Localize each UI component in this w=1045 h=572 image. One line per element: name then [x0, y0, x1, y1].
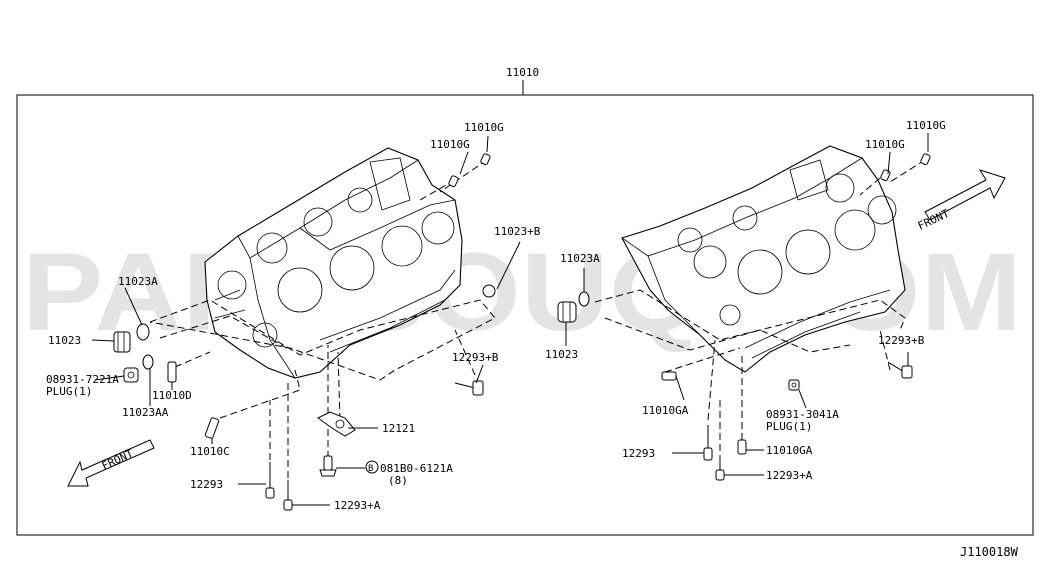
label-11010G-left-b[interactable]: 11010G — [464, 121, 504, 134]
part-11010D-dowel[interactable] — [167, 361, 177, 383]
label-081B0-6121A[interactable]: 081B0-6121A — [380, 462, 453, 475]
label-11023A-right[interactable]: 11023A — [560, 252, 600, 265]
label-12293A-left[interactable]: 12293+A — [334, 499, 381, 512]
left-dashed-guides — [149, 159, 496, 478]
label-08931-3041A[interactable]: 08931-3041A — [766, 408, 839, 421]
right-leaders — [565, 133, 929, 476]
label-12293B-left[interactable]: 12293+B — [452, 351, 499, 364]
front-arrow-right — [924, 169, 1006, 221]
label-08931-7221A[interactable]: 08931-7221A — [46, 373, 119, 386]
left-leaders — [91, 135, 521, 506]
label-11023A-left[interactable]: 11023A — [118, 275, 158, 288]
label-081B0-mark: B — [368, 464, 373, 474]
part-12121-sensor[interactable] — [317, 411, 356, 437]
diagram-id: J110018W — [960, 545, 1019, 559]
part-12293A-bolt-left[interactable] — [283, 480, 293, 511]
label-081B0-bolt-marker: B — [365, 460, 379, 474]
part-11010GA-dowel-a[interactable] — [661, 371, 677, 381]
label-11010D[interactable]: 11010D — [152, 389, 192, 402]
part-11010G-dowel-left-b[interactable] — [480, 153, 491, 166]
right-dashed-guides — [594, 159, 926, 462]
label-plug-1-right[interactable]: PLUG(1) — [766, 420, 812, 433]
part-11010GA-dowel-b[interactable] — [737, 439, 747, 455]
part-11023A-oring-left[interactable] — [136, 323, 150, 341]
part-11023-plug-left[interactable] — [113, 331, 131, 353]
part-08931-7221A-plug[interactable] — [123, 367, 139, 383]
part-11010G-dowel-right-b[interactable] — [920, 153, 931, 166]
label-12293A-right[interactable]: 12293+A — [766, 469, 813, 482]
label-11023AA[interactable]: 11023AA — [122, 406, 169, 419]
front-arrow-left — [67, 439, 155, 487]
label-12293-right[interactable]: 12293 — [622, 447, 655, 460]
part-081B0-6121A-bolt[interactable] — [319, 455, 337, 477]
label-11010C[interactable]: 11010C — [190, 445, 230, 458]
label-11010G-right-a[interactable]: 11010G — [865, 138, 905, 151]
label-11023B[interactable]: 11023+B — [494, 225, 541, 238]
part-11023AA-oring[interactable] — [142, 354, 154, 370]
part-11010G-dowel-right-a[interactable] — [880, 169, 891, 182]
part-11010C-dowel[interactable] — [204, 417, 220, 439]
label-11023-left[interactable]: 11023 — [48, 334, 81, 347]
part-12293A-bolt-right[interactable] — [715, 462, 725, 481]
label-plug-1-left[interactable]: PLUG(1) — [46, 385, 92, 398]
part-11023-plug-right[interactable] — [557, 301, 577, 323]
label-11023-right[interactable]: 11023 — [545, 348, 578, 361]
part-12293B-bolt-left[interactable] — [454, 380, 484, 396]
label-11010GA-a[interactable]: 11010GA — [642, 404, 689, 417]
assembly-frame — [16, 94, 1034, 536]
part-12293B-bolt-right[interactable] — [887, 361, 913, 379]
label-081B0-qty: (8) — [388, 474, 408, 487]
part-11010G-dowel-left-a[interactable] — [448, 175, 459, 188]
assembly-number-label[interactable]: 11010 — [506, 66, 539, 79]
cylinder-block-right[interactable] — [621, 145, 906, 373]
part-12293-bolt-right[interactable] — [703, 425, 713, 461]
part-11023A-oring-right[interactable] — [578, 291, 590, 307]
label-12293B-right[interactable]: 12293+B — [878, 334, 925, 347]
part-12293-bolt-left[interactable] — [265, 462, 275, 499]
label-11010G-right-b[interactable]: 11010G — [906, 119, 946, 132]
part-11023B-plug[interactable] — [482, 284, 496, 298]
label-11010G-left-a[interactable]: 11010G — [430, 138, 470, 151]
part-08931-3041A-plug[interactable] — [788, 379, 800, 391]
label-11010GA-b[interactable]: 11010GA — [766, 444, 813, 457]
cylinder-block-left[interactable] — [204, 147, 463, 379]
front-label-left: FRONT — [100, 447, 136, 473]
label-12293-left[interactable]: 12293 — [190, 478, 223, 491]
label-12121[interactable]: 12121 — [382, 422, 415, 435]
